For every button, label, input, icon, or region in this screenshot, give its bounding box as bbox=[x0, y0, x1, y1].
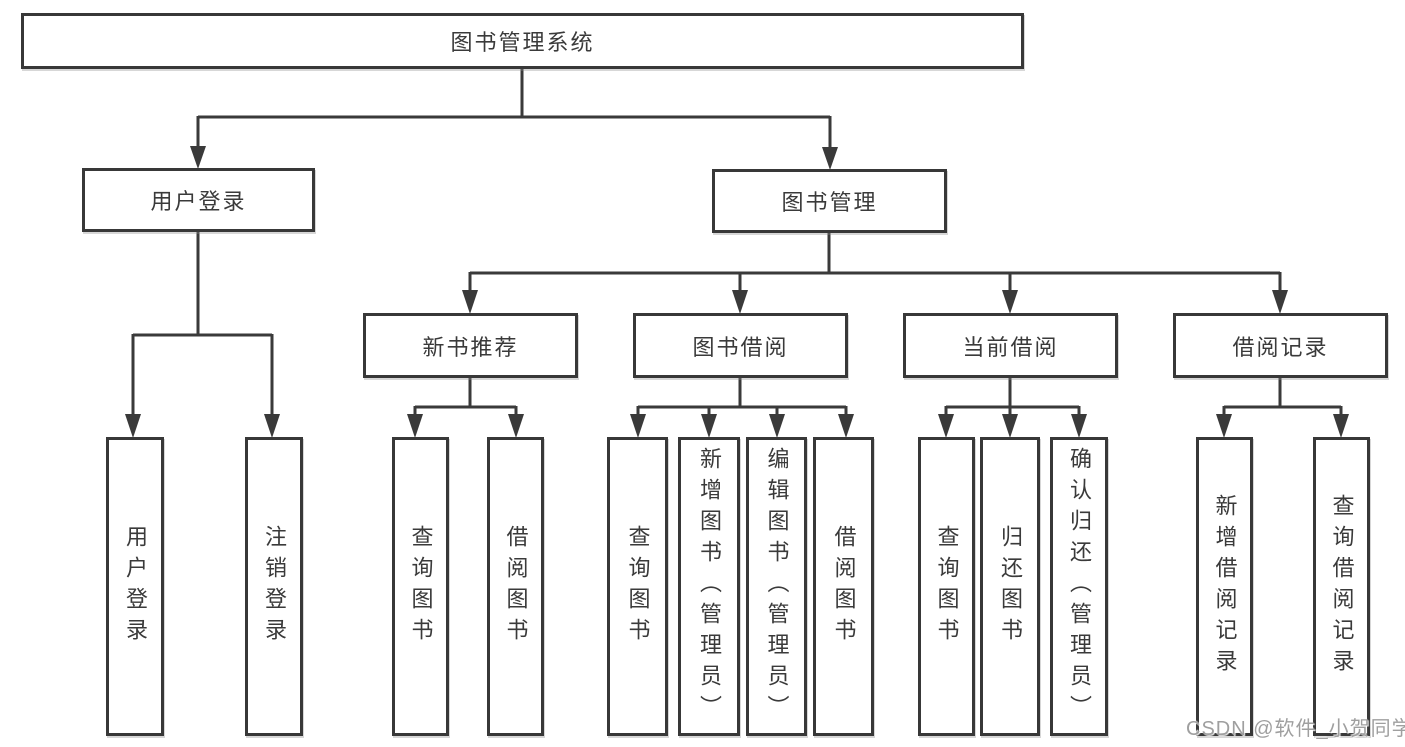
leaf-current-query-books: 查询图书 bbox=[918, 437, 975, 736]
leaf-current-return-books-label: 归还图书 bbox=[998, 524, 1023, 649]
leaf-borrowing-borrow-books-label: 借阅图书 bbox=[831, 524, 857, 649]
leaf-current-confirm-return-admin: 确认归还（管理员） bbox=[1050, 437, 1108, 736]
leaf-borrowing-add-books-admin-label: 新增图书（管理员） bbox=[697, 447, 722, 726]
leaf-records-add-borrow-record-label: 新增借阅记录 bbox=[1212, 493, 1238, 680]
leaf-recommend-query-books: 查询图书 bbox=[392, 437, 449, 736]
leaf-borrowing-borrow-books: 借阅图书 bbox=[813, 437, 874, 736]
node-new-book-recommend-label: 新书推荐 bbox=[422, 334, 519, 360]
leaf-current-query-books-label: 查询图书 bbox=[934, 524, 960, 649]
leaf-user-login: 用户登录 bbox=[106, 437, 164, 736]
leaf-records-add-borrow-record: 新增借阅记录 bbox=[1196, 437, 1253, 736]
leaf-borrowing-query-books-label: 查询图书 bbox=[625, 524, 651, 649]
node-book-management-label: 图书管理 bbox=[781, 190, 878, 215]
leaf-borrowing-query-books: 查询图书 bbox=[607, 437, 668, 736]
leaf-records-query-borrow-record-label: 查询借阅记录 bbox=[1329, 493, 1355, 680]
leaf-recommend-borrow-books-label: 借阅图书 bbox=[503, 524, 529, 649]
leaf-borrowing-edit-books-admin-label: 编辑图书（管理员） bbox=[764, 447, 790, 726]
node-new-book-recommend: 新书推荐 bbox=[363, 313, 578, 378]
node-root: 图书管理系统 bbox=[21, 13, 1024, 69]
node-book-borrowing: 图书借阅 bbox=[633, 313, 848, 378]
leaf-current-confirm-return-admin-label: 确认归还（管理员） bbox=[1067, 447, 1092, 726]
leaf-logout-label: 注销登录 bbox=[262, 524, 287, 649]
leaf-logout: 注销登录 bbox=[245, 437, 303, 736]
node-root-label: 图书管理系统 bbox=[450, 30, 595, 55]
node-borrow-records-label: 借阅记录 bbox=[1232, 334, 1329, 360]
leaf-borrowing-add-books-admin: 新增图书（管理员） bbox=[678, 437, 740, 736]
leaf-borrowing-edit-books-admin: 编辑图书（管理员） bbox=[746, 437, 807, 736]
leaf-recommend-query-books-label: 查询图书 bbox=[408, 524, 434, 649]
leaf-current-return-books: 归还图书 bbox=[980, 437, 1040, 736]
node-book-borrowing-label: 图书借阅 bbox=[692, 334, 789, 360]
node-borrow-records: 借阅记录 bbox=[1173, 313, 1388, 378]
leaf-user-login-label: 用户登录 bbox=[123, 524, 148, 649]
node-current-borrowing-label: 当前借阅 bbox=[962, 334, 1059, 360]
leaf-records-query-borrow-record: 查询借阅记录 bbox=[1313, 437, 1370, 736]
node-current-borrowing: 当前借阅 bbox=[903, 313, 1118, 378]
node-user-login-label: 用户登录 bbox=[150, 189, 247, 214]
node-book-management: 图书管理 bbox=[712, 169, 947, 233]
leaf-recommend-borrow-books: 借阅图书 bbox=[487, 437, 544, 736]
csdn-watermark: CSDN @软件_小贺同学 bbox=[1186, 718, 1405, 740]
node-user-login: 用户登录 bbox=[82, 168, 315, 232]
